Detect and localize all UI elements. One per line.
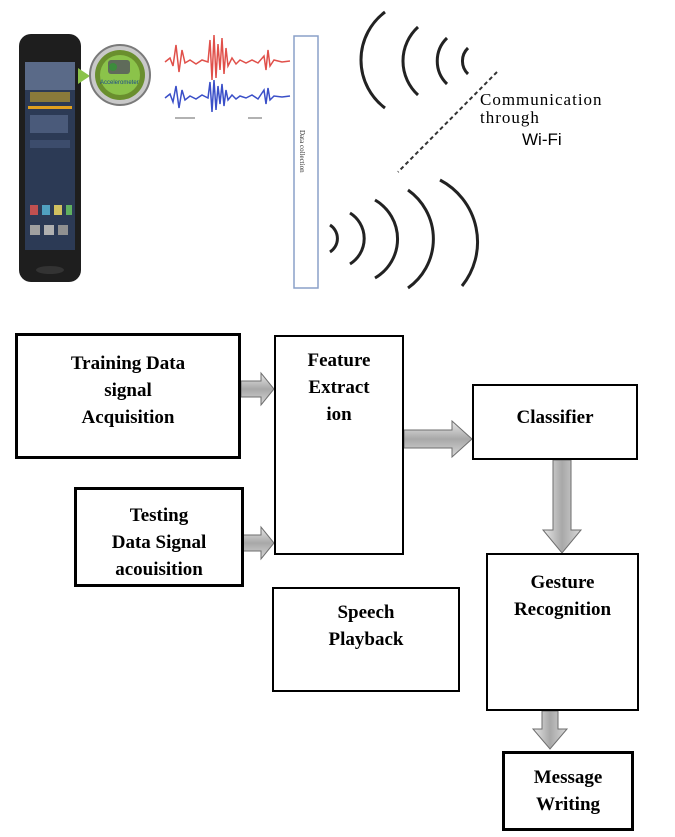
wifi-text: Wi-Fi	[522, 130, 562, 149]
message-line-2: Writing	[535, 794, 601, 815]
testing-data-acquisition-box: Testing Data Signal acouisition	[74, 487, 244, 587]
smartphone-icon	[19, 34, 81, 282]
gesture-recognition-box: Gesture Recognition	[486, 553, 639, 711]
arrow-feature-to-classifier	[403, 419, 473, 459]
feature-line-1: Feature	[307, 350, 371, 371]
message-line-1: Message	[533, 767, 603, 788]
arrow-gesture-to-message	[531, 710, 569, 750]
wifi-signal-waves-lower	[329, 178, 480, 290]
wifi-signal-waves-upper	[359, 10, 470, 110]
training-line-1: Training Data	[70, 353, 186, 374]
training-data-acquisition-box: Training Data signal Acquisition	[15, 333, 241, 459]
training-line-2: signal	[104, 380, 152, 401]
classifier-label: Classifier	[516, 407, 594, 428]
classifier-box: Classifier	[472, 384, 638, 460]
feature-line-3: ion	[326, 404, 352, 425]
testing-line-2: Data Signal	[111, 532, 207, 553]
arrow-classifier-to-gesture	[541, 459, 583, 554]
testing-line-1: Testing	[129, 505, 189, 526]
gesture-line-2: Recognition	[513, 599, 612, 620]
testing-line-3: acouisition	[115, 559, 203, 580]
data-collection-bar	[293, 35, 319, 289]
sensor-label: Accelerometer	[100, 80, 139, 86]
speech-playback-box: Speech Playback	[272, 587, 460, 692]
signal-waveform	[164, 34, 291, 119]
gesture-line-1: Gesture	[530, 572, 595, 593]
arrow-testing-to-feature	[242, 525, 275, 561]
communication-text-line1: Communication	[480, 90, 603, 109]
communication-text-line2: through	[480, 108, 540, 127]
communication-text: Communication through	[480, 91, 603, 127]
speech-line-1: Speech	[337, 602, 395, 623]
training-line-3: Acquisition	[81, 407, 175, 428]
arrow-training-to-feature	[240, 371, 275, 407]
message-writing-box: Message Writing	[502, 751, 634, 831]
wifi-link-dashed-line	[397, 71, 498, 173]
feature-line-2: Extract	[308, 377, 370, 398]
feature-extraction-box: Feature Extract ion	[274, 335, 404, 555]
accelerometer-icon	[89, 44, 151, 106]
speech-line-2: Playback	[328, 629, 404, 650]
wifi-illustration: Accelerometer	[19, 10, 498, 290]
